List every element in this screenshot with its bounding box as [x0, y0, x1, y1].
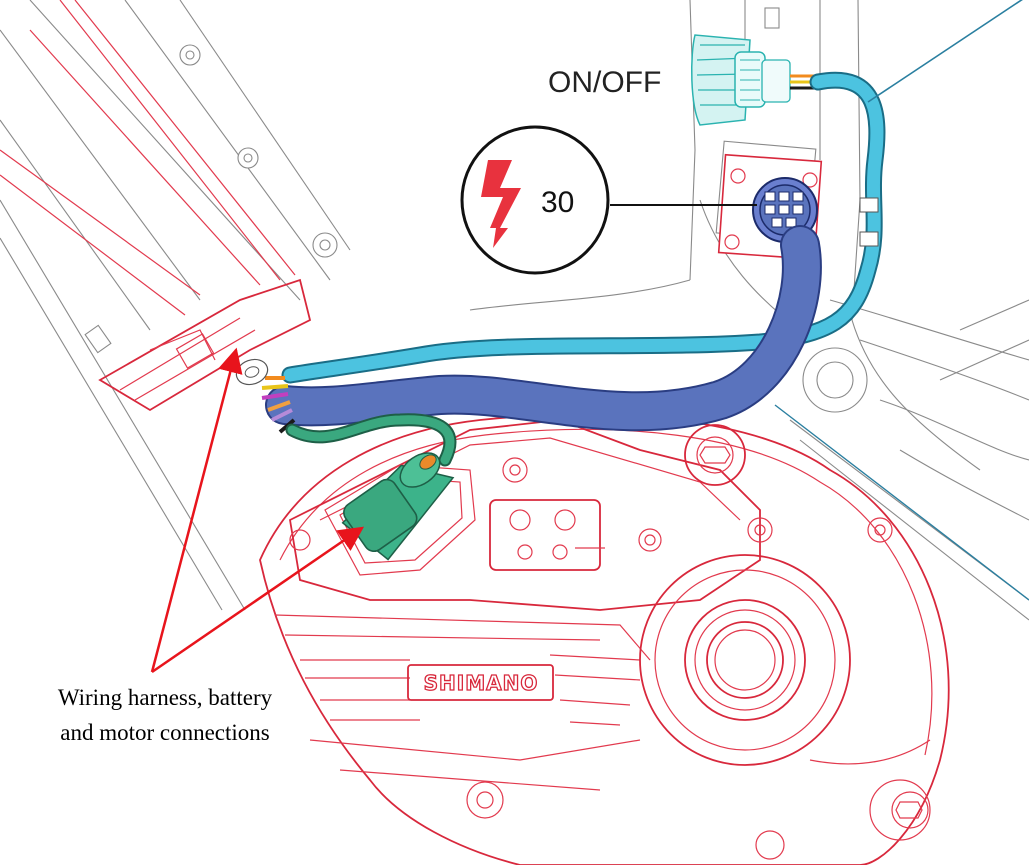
rear-brake-hose — [774, 404, 1029, 601]
motor-connector — [285, 413, 457, 561]
callout-line — [867, 0, 1023, 103]
arrow-to-motor-connection — [151, 526, 365, 674]
lightning-bolt-arrow-icon — [481, 160, 521, 248]
torque-value: 30 — [541, 186, 574, 219]
caption-line-1: Wiring harness, battery — [58, 685, 273, 710]
harness-wire-bundle — [235, 358, 296, 434]
drive-unit-motor — [259, 413, 950, 865]
pointer-arrows — [150, 347, 365, 674]
arrow-to-battery-connection — [150, 347, 243, 673]
on-off-label: ON/OFF — [548, 66, 661, 99]
caption-line-2: and motor connections — [60, 720, 270, 745]
on-off-switch-connector — [690, 34, 820, 126]
main-harness-cable — [265, 225, 822, 432]
torque-callout: 30 — [460, 125, 757, 275]
brand-badge — [407, 664, 554, 701]
torque-badge — [460, 125, 610, 275]
battery-housing — [0, 0, 312, 412]
brand-logo-text: SHIMANO — [424, 671, 539, 695]
